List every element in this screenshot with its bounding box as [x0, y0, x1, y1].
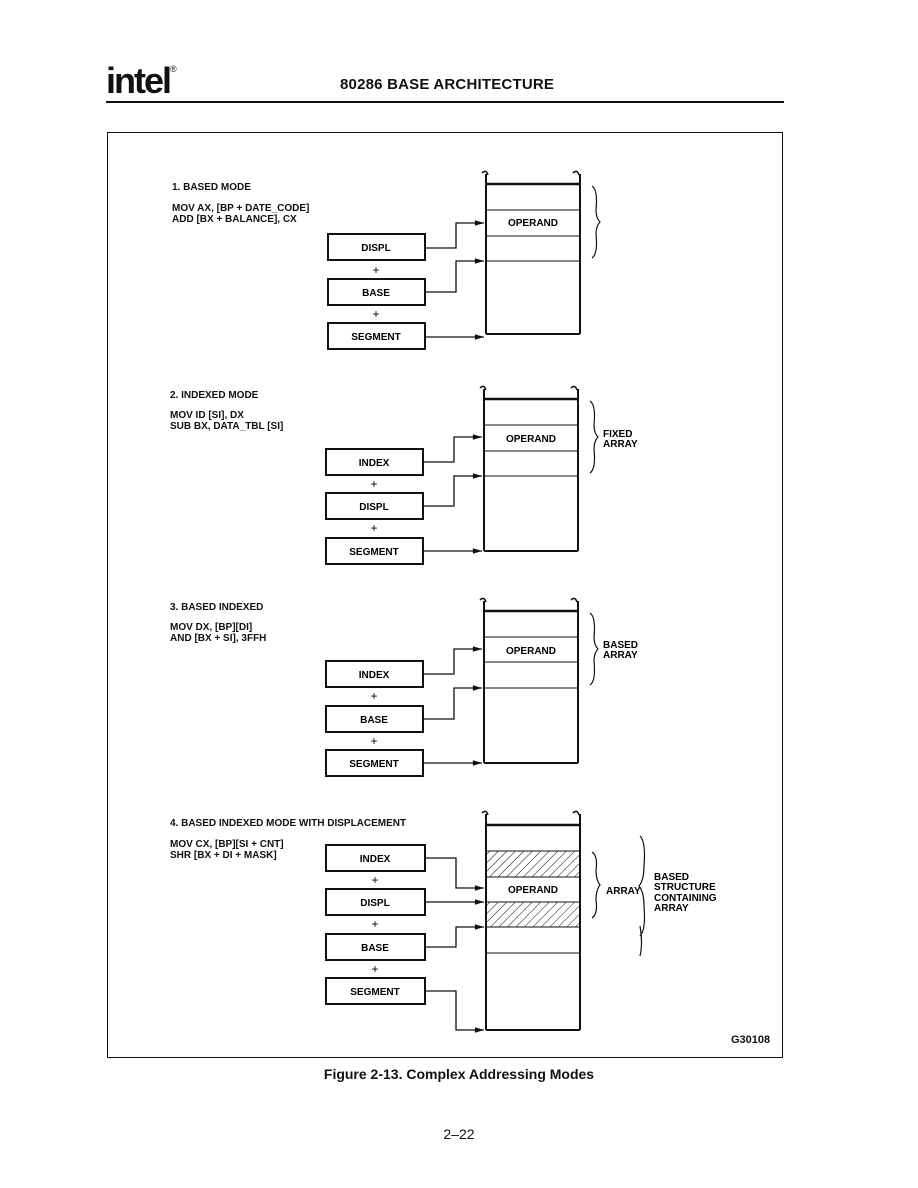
- mode-4-outer-label-4: ARRAY: [654, 903, 689, 914]
- mode-3-code-line-2: AND [BX + SI], 3FFH: [170, 633, 267, 644]
- mode-4-code-line-2: SHR [BX + DI + MASK]: [170, 850, 277, 861]
- mode-1-operand-label: OPERAND: [508, 218, 558, 229]
- mode-4-plus-1: +: [371, 873, 378, 887]
- mode-2-code-line-2: SUB BX, DATA_TBL [SI]: [170, 421, 284, 432]
- mode-2-plus-1: +: [370, 477, 377, 491]
- figure-frame: [107, 132, 783, 1058]
- mode-4-inner-brace: [591, 851, 601, 919]
- mode-4-plus-2: +: [371, 917, 378, 931]
- mode-1-reg-segment-label: SEGMENT: [351, 332, 400, 343]
- header-rule: [106, 101, 784, 103]
- mode-1-reg-segment: [327, 322, 426, 350]
- page-header-title: 80286 BASE ARCHITECTURE: [340, 76, 555, 93]
- mode-3-code-line-1: MOV DX, [BP][DI]: [170, 622, 253, 633]
- mode-4-outer-label-1: BASED: [654, 872, 689, 883]
- mode-1-code-line-2: ADD [BX + BALANCE], CX: [172, 214, 297, 225]
- mode-2-memory-segment: [479, 385, 579, 552]
- mode-4-operand-label: OPERAND: [508, 885, 558, 896]
- mode-4-outer-brace-tail: [639, 925, 643, 957]
- mode-1-brace: [591, 185, 601, 259]
- figure-id: G30108: [731, 1034, 771, 1046]
- mode-4-title: 4. BASED INDEXED MODE WITH DISPLACEMENT: [170, 818, 407, 829]
- mode-1-reg-displ-label: DISPL: [361, 243, 390, 254]
- mode-4-code-line-1: MOV CX, [BP][SI + CNT]: [170, 839, 284, 850]
- mode-3-brace: [589, 612, 599, 686]
- mode-2-brace: [589, 400, 599, 474]
- mode-4-plus-3: +: [371, 962, 378, 976]
- mode-2-arrows: [423, 434, 483, 554]
- mode-4-reg-displ-label: DISPL: [360, 898, 389, 909]
- mode-3-brace-label-2: ARRAY: [603, 650, 638, 661]
- mode-2-reg-index-label: INDEX: [359, 458, 390, 469]
- mode-2-operand-label: OPERAND: [506, 434, 556, 445]
- mode-4-reg-base-label: BASE: [361, 943, 389, 954]
- mode-4-reg-index-label: INDEX: [360, 854, 391, 865]
- mode-1-memory-segment: [481, 170, 581, 335]
- mode-2-brace-label-1: FIXED: [603, 429, 632, 440]
- mode-2-reg-displ-label: DISPL: [359, 502, 388, 513]
- mode-3-reg-base-label: BASE: [360, 715, 388, 726]
- mode-4-brace-label: ARRAY: [606, 886, 641, 897]
- figure-caption: Figure 2-13. Complex Addressing Modes: [323, 1066, 595, 1082]
- mode-1-title: 1. BASED MODE: [172, 182, 251, 193]
- mode-3-title: 3. BASED INDEXED: [170, 602, 264, 613]
- mode-3-arrows: [423, 646, 483, 766]
- mode-3-reg-segment-label: SEGMENT: [349, 759, 398, 770]
- mode-3-plus-2: +: [370, 734, 377, 748]
- mode-4-arrows: [425, 857, 485, 1033]
- intel-logo: intel®: [106, 60, 177, 101]
- mode-4-reg-segment-label: SEGMENT: [350, 987, 399, 998]
- mode-3-brace-label-1: BASED: [603, 640, 638, 651]
- mode-3-diagram: OPERAND BASED ARRAY INDEX + BASE + SEGME…: [325, 597, 638, 777]
- mode-2-brace-label-2: ARRAY: [603, 439, 638, 450]
- mode-1-plus-1: +: [372, 263, 379, 277]
- mode-4-outer-label-3: CONTAINING: [654, 893, 717, 904]
- mode-2-title: 2. INDEXED MODE: [170, 390, 259, 401]
- mode-2-reg-segment-label: SEGMENT: [349, 547, 398, 558]
- mode-1-plus-2: +: [372, 307, 379, 321]
- page-number: 2–22: [443, 1126, 475, 1142]
- mode-2-code-line-1: MOV ID [SI], DX: [170, 410, 244, 421]
- mode-1-arrows: [425, 220, 485, 340]
- mode-2-plus-2: +: [370, 521, 377, 535]
- mode-4-outer-label-2: STRUCTURE: [654, 882, 716, 893]
- mode-1-reg-base-label: BASE: [362, 288, 390, 299]
- mode-4-diagram: OPERAND ARRAY BASED STRUCTURE CONTAINING…: [325, 810, 717, 1033]
- mode-4-memory-segment: [481, 810, 581, 1031]
- mode-2-diagram: OPERAND FIXED ARRAY INDEX + DISPL + SEGM…: [325, 385, 638, 565]
- mode-1-diagram: OPERAND DISPL + BASE + SEGMENT: [327, 170, 601, 350]
- mode-3-plus-1: +: [370, 689, 377, 703]
- mode-3-memory-segment: [479, 597, 579, 764]
- mode-3-operand-label: OPERAND: [506, 646, 556, 657]
- mode-4-outer-brace: [638, 835, 646, 937]
- mode-3-reg-index-label: INDEX: [359, 670, 390, 681]
- mode-1-code-line-1: MOV AX, [BP + DATE_CODE]: [172, 203, 310, 214]
- mode-1-reg-displ: [327, 233, 426, 261]
